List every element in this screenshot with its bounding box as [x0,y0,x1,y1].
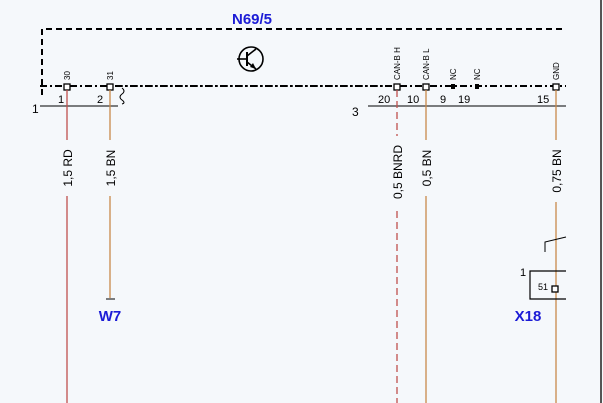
pin-gnd: GND 15 [537,62,561,106]
pin-terminal-icon [551,285,559,293]
pin-terminal-icon [63,83,71,91]
x18-box [529,270,566,300]
pin-label: NC [473,68,482,80]
pin-label: CAN-B L [422,48,431,80]
wire-label: 0,5 BN [420,150,434,187]
x18-pin-number: 51 [538,282,548,292]
wire-label: 1,5 RD [61,149,75,187]
transistor-icon [237,46,264,72]
module-label: N69/5 [232,11,272,28]
wire-1-5-bn: 1,5 BN [103,90,118,300]
component-w7-label: W7 [99,308,122,325]
shield-squiggle-icon [119,87,125,105]
pin-terminal-icon [552,83,560,91]
x18-connector-number: 1 [520,267,526,279]
component-x18: 1 51 X18 [515,236,567,325]
pin-label: 31 [106,71,115,80]
wire-label: 0,75 BN [550,149,564,192]
pin-terminal-icon [393,83,401,91]
component-x18-label: X18 [515,308,542,325]
wire-label-bg [103,140,117,196]
wire-label-bg [60,140,74,196]
pin-nc-19: NC 19 [458,68,482,106]
pin-number: 15 [537,94,549,106]
wire-label-bg [549,140,563,202]
pin-number: 2 [97,94,103,106]
pin-can-b-h: CAN-B H 20 [378,47,402,106]
pin-number: 9 [440,94,446,106]
pin-terminal-icon [475,84,479,89]
wire-label: 0,5 BNRD [391,145,405,199]
pin-terminal-icon [106,83,114,91]
wire-1-5-rd: 1,5 RD [60,90,75,403]
wire-label-bg [419,140,433,196]
pin-number: 10 [407,94,419,106]
pin-nc-9: NC 9 [440,68,458,106]
module-n69-5: N69/5 1 3 [32,11,566,119]
wire-0-75-bn: 0,75 BN [549,90,564,403]
pin-terminal-icon [422,83,430,91]
pin-label: 30 [63,71,72,80]
wire-label: 1,5 BN [104,150,118,187]
connector-1-label: 1 [32,102,39,116]
wire-0-5-bnrd: 0,5 BNRD [390,90,405,403]
pin-can-b-l: CAN-B L 10 [407,48,431,106]
wire-label-bg [390,136,404,208]
pin-label: NC [449,68,458,80]
module-dashed-border [41,28,566,95]
pin-label: CAN-B H [393,47,402,80]
pin-number: 20 [378,94,390,106]
pin-number: 1 [58,94,64,106]
pin-terminal-icon [451,84,455,89]
wire-0-5-bn: 0,5 BN [419,90,434,403]
pin-number: 19 [458,94,470,106]
x18-bracket [544,236,567,252]
pin-30: 30 1 [58,71,72,106]
connector-3-label: 3 [352,105,359,119]
pin-label: GND [552,62,561,80]
